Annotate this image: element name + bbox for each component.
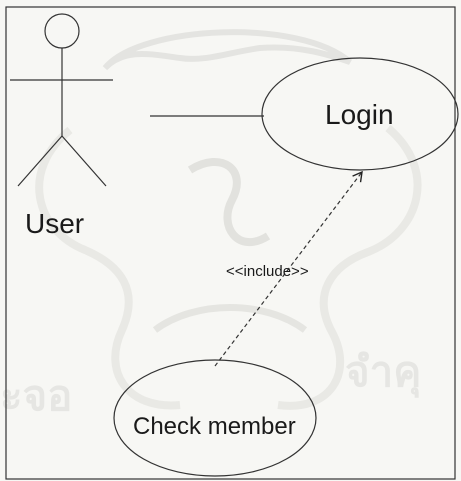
use-case-login-label: Login (325, 99, 394, 130)
actor-right-leg (61, 135, 107, 187)
include-relationship-line (214, 170, 363, 367)
watermark-text-right: จำคุ (345, 348, 421, 398)
use-case-check-member-label: Check member (133, 413, 296, 440)
use-case-check-member-ellipse (113, 359, 317, 477)
actor-label: User (25, 208, 84, 239)
include-relationship-label: <<include>> (226, 263, 309, 280)
actor-user: User (10, 13, 113, 239)
watermark-text-left: ะจอ (0, 372, 72, 419)
use-case-login-ellipse (261, 57, 459, 171)
actor-left-leg (17, 135, 63, 187)
watermark-ornament-bottom (152, 304, 308, 333)
diagram-frame (5, 6, 456, 480)
watermark-ornament-left (35, 126, 181, 410)
use-case-login: Login (261, 57, 459, 171)
watermark-ornament-center (187, 157, 271, 246)
watermark-ornament-right (277, 124, 422, 410)
actor-head (44, 13, 80, 49)
use-case-check-member: Check member (113, 359, 317, 477)
watermark: ะจอ จำคุ (0, 29, 422, 419)
watermark-ornament-top (102, 29, 352, 71)
